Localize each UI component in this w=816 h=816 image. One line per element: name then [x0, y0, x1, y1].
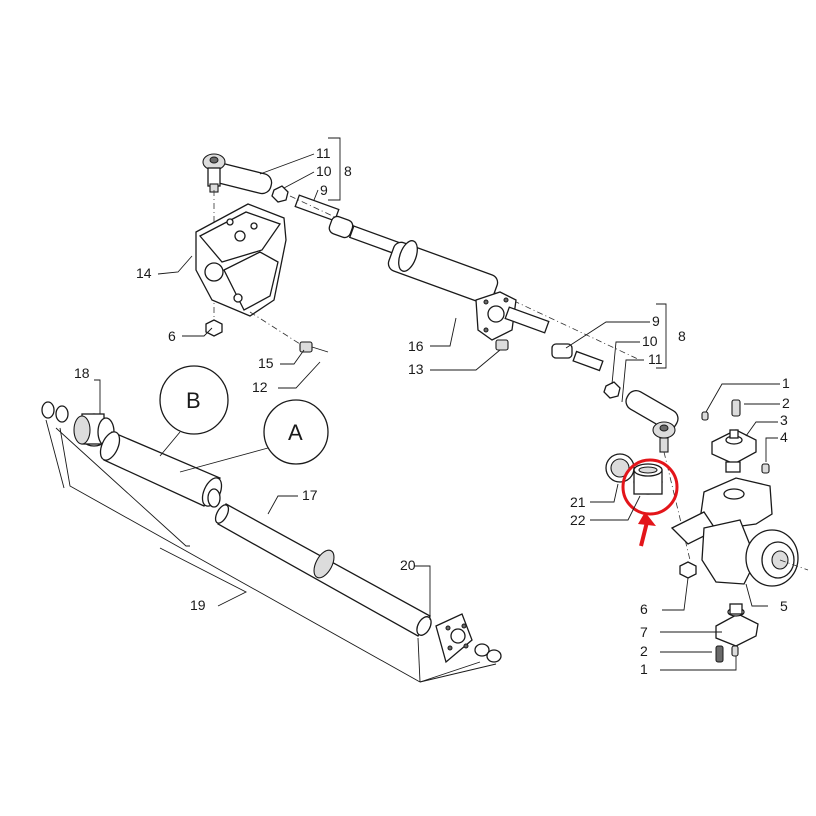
label-9-right: 9: [652, 313, 660, 329]
leader-lines: [45, 137, 780, 683]
label-17: 17: [302, 487, 318, 503]
label-13: 13: [408, 361, 424, 377]
nut-6-right: [679, 561, 697, 579]
label-10-top: 10: [316, 163, 332, 179]
label-9-top: 9: [320, 182, 328, 198]
o-rings-mid: [207, 488, 221, 508]
label-18: 18: [74, 365, 90, 381]
label-2-bottom: 2: [640, 643, 648, 659]
callout-b: B: [159, 365, 229, 457]
label-6-left: 6: [168, 328, 176, 344]
nut-10-right: [603, 381, 621, 399]
part-labels: 11 10 9 8 14 6 15 12 16 13 9 10 11 8 1 2…: [74, 145, 790, 677]
label-1-top: 1: [782, 375, 790, 391]
label-19: 19: [190, 597, 206, 613]
outer-tube: [99, 431, 223, 507]
steering-cylinder-16: [328, 215, 550, 341]
bolt-13: [495, 339, 509, 351]
upper-pivot-pin-3: [711, 429, 757, 473]
o-rings-right: [474, 643, 502, 663]
bolt-1-bottom: [731, 645, 739, 657]
bearing-18: [73, 413, 115, 447]
threaded-rod-9-right: [551, 343, 604, 372]
steering-knuckle-left: [195, 203, 287, 317]
label-3: 3: [780, 412, 788, 428]
label-4: 4: [780, 429, 788, 445]
flange-20: [435, 613, 473, 664]
nut-10-top: [271, 185, 289, 203]
grease-fitting-4: [761, 463, 770, 474]
label-8-top: 8: [344, 163, 352, 179]
tie-rod-end-right: [625, 389, 679, 453]
callout-a: A: [179, 399, 329, 473]
steering-knuckle-5: [670, 477, 799, 587]
highlight-marker: [621, 458, 679, 547]
label-22: 22: [570, 512, 586, 528]
label-16: 16: [408, 338, 424, 354]
label-20: 20: [400, 557, 416, 573]
bolt-2-top: [731, 399, 741, 417]
label-11-right: 11: [648, 351, 663, 367]
label-15: 15: [258, 355, 274, 371]
callout-b-text: B: [186, 388, 201, 413]
tie-rod-end-top: [202, 153, 273, 195]
label-2-top: 2: [782, 395, 790, 411]
inner-shaft-17: [214, 503, 432, 637]
o-rings-left: [41, 401, 69, 423]
label-12: 12: [252, 379, 268, 395]
label-6-right: 6: [640, 601, 648, 617]
callout-a-text: A: [288, 420, 303, 445]
label-11-top: 11: [316, 145, 331, 161]
label-1-bottom: 1: [640, 661, 648, 677]
lower-pivot-pin-7: [715, 603, 759, 647]
label-21: 21: [570, 494, 586, 510]
bolt-2-bottom: [715, 645, 724, 663]
label-14: 14: [136, 265, 152, 281]
label-5: 5: [780, 598, 788, 614]
bolt-15: [249, 311, 329, 353]
label-8-right: 8: [678, 328, 686, 344]
label-7: 7: [640, 624, 648, 640]
label-10-right: 10: [642, 333, 658, 349]
bolt-1-top: [701, 411, 709, 421]
nut-6-left: [205, 319, 223, 337]
bushing-22: [633, 463, 663, 495]
threaded-rod-9-top: [294, 194, 340, 222]
